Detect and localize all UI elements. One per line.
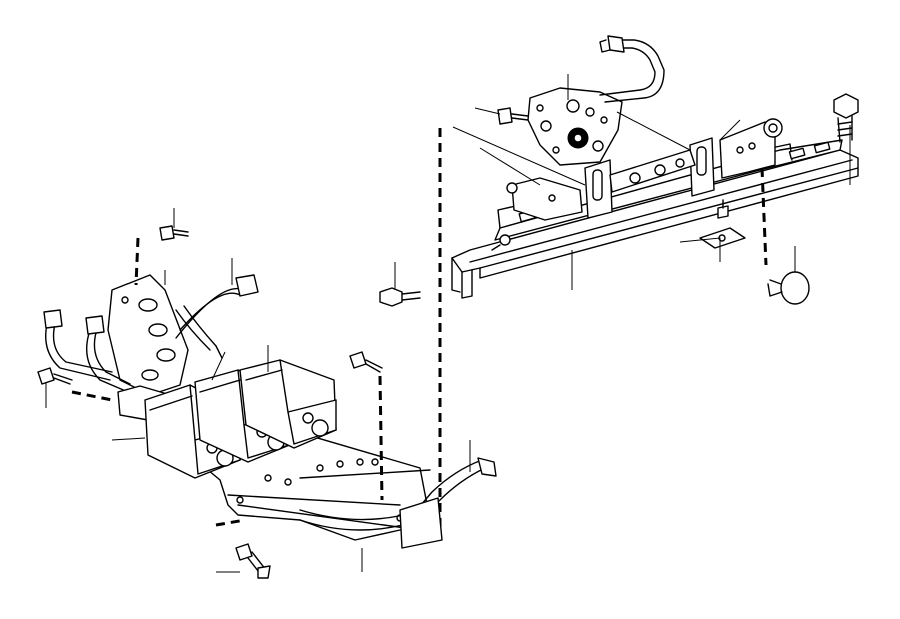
install-line-lower-left: [71, 390, 113, 402]
screw-bottom: [235, 543, 271, 579]
callout-leaders: [45, 74, 851, 573]
callout-leader-2: [474, 107, 501, 115]
rail-stud: [717, 199, 729, 219]
callout-leader-6: [719, 119, 741, 141]
actuator-gear-housing: [527, 87, 623, 166]
callout-leader-18: [111, 437, 146, 441]
callout-leader-5: [616, 111, 691, 151]
install-line-motor-right: [378, 375, 384, 501]
rail-rear-bracket: [719, 121, 776, 179]
rail-pin-front: [491, 234, 511, 251]
seat-rail-outer: [451, 149, 859, 273]
install-line-left: [134, 237, 140, 286]
rail-mount-bolt: [379, 287, 421, 307]
frame-tube-end: [477, 457, 497, 477]
seat-rail-assembly: [379, 35, 859, 307]
screw-upper-left: [159, 225, 189, 241]
small-screw-top: [497, 107, 529, 125]
screw-lower-left: [37, 367, 73, 385]
callout-leader-15: [211, 351, 226, 381]
motor-cables: [43, 274, 259, 393]
plug: [767, 271, 810, 305]
seat-motor-3: [239, 359, 337, 449]
install-line-right: [760, 167, 768, 266]
callout-leader-3: [452, 126, 586, 186]
frame-bracket: [399, 497, 443, 549]
install-line-frame-left: [215, 518, 246, 527]
callout-leader-8: [679, 237, 721, 262]
actuator-cable: [599, 47, 656, 96]
motor-assembly: [37, 225, 497, 579]
motor-mounting-plate: [107, 274, 189, 396]
flange-bolt: [833, 93, 859, 143]
rail-front-bracket: [511, 177, 583, 221]
callout-leader-4: [479, 147, 541, 186]
screw-motor-right: [349, 351, 383, 373]
